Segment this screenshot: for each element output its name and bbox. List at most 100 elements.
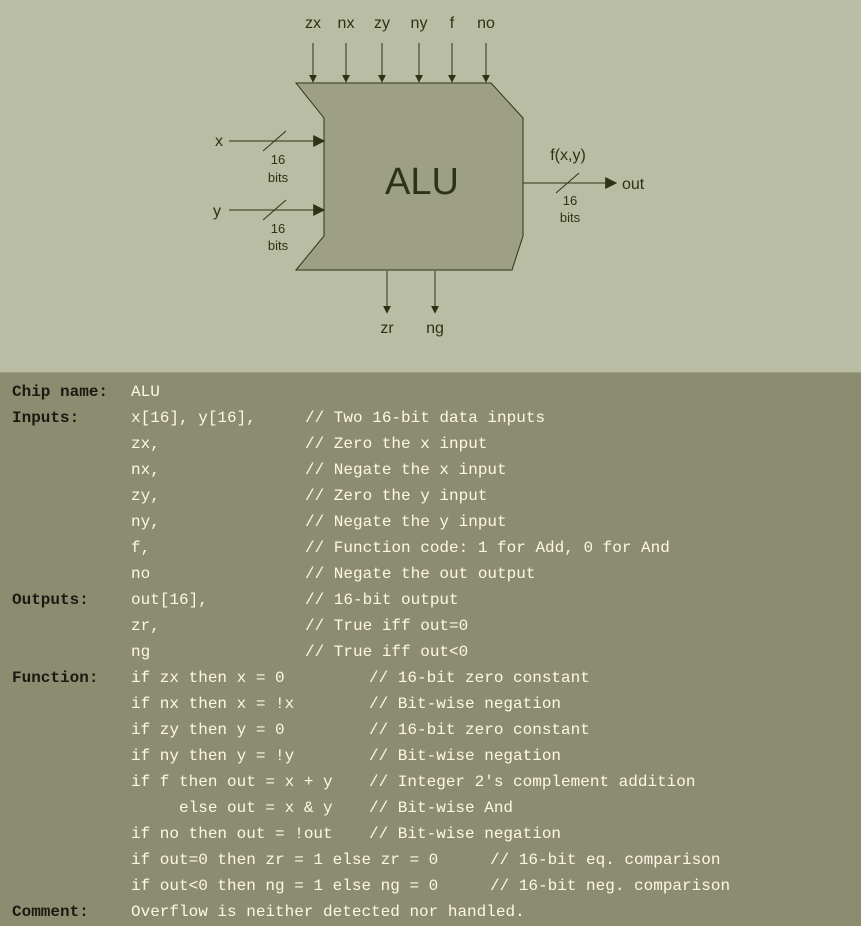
spec-line: if no then out = !out // Bit-wise negatio… <box>12 821 857 847</box>
spec-comment: // 16-bit eq. comparison <box>490 851 721 869</box>
spec-line: zy, // Zero the y input <box>12 483 857 509</box>
alu-diagram: ALU zx nx zy ny f no x <box>0 0 861 372</box>
alu-chip-title: ALU <box>385 161 459 203</box>
control-input-label: no <box>477 15 495 32</box>
spec-value: ng <box>131 643 151 661</box>
output-function-label: f(x,y) <box>550 147 586 164</box>
spec-value: out[16], <box>131 591 208 609</box>
spec-comment: // 16-bit zero constant <box>369 669 590 687</box>
control-input-zx: zx <box>305 15 321 83</box>
spec-value: nx, <box>131 461 160 479</box>
spec-key: Outputs: <box>12 591 89 609</box>
spec-line: Comment: Overflow is neither detected nor… <box>12 899 857 925</box>
spec-line: f, // Function code: 1 for Add, 0 for And <box>12 535 857 561</box>
spec-line: else out = x & y // Bit-wise And <box>12 795 857 821</box>
spec-line: Function: if zx then x = 0 // 16-bit zero … <box>12 665 857 691</box>
spec-value: zr, <box>131 617 160 635</box>
spec-line: if out<0 then ng = 1 else ng = 0 // 16-bi… <box>12 873 857 899</box>
output-label: out <box>622 176 645 193</box>
spec-comment: // Zero the y input <box>305 487 488 505</box>
spec-comment: // 16-bit neg. comparison <box>490 877 731 895</box>
spec-comment: // True iff out<0 <box>305 643 469 661</box>
control-input-label: f <box>450 15 455 32</box>
spec-comment: // Bit-wise negation <box>369 747 562 765</box>
spec-value: if out=0 then zr = 1 else zr = 0 <box>131 851 439 869</box>
spec-line: if ny then y = !y // Bit-wise negation <box>12 743 857 769</box>
spec-comment: // Zero the x input <box>305 435 488 453</box>
spec-value: if no then out = !out <box>131 825 333 843</box>
status-output-label: ng <box>426 320 444 337</box>
spec-key: Comment: <box>12 903 89 921</box>
control-input-nx: nx <box>338 15 355 83</box>
spec-value: no <box>131 565 151 583</box>
spec-value: x[16], y[16], <box>131 409 256 427</box>
data-input-label: y <box>213 203 221 220</box>
spec-line: zr, // True iff out=0 <box>12 613 857 639</box>
spec-line: if f then out = x + y // Integer 2's comp… <box>12 769 857 795</box>
control-input-label: zx <box>305 15 321 32</box>
bus-unit: bits <box>560 210 581 225</box>
spec-value: if out<0 then ng = 1 else ng = 0 <box>131 877 439 895</box>
spec-key: Chip name: <box>12 383 109 401</box>
bus-slash <box>262 199 287 221</box>
status-output-label: zr <box>380 320 394 337</box>
control-input-f: f <box>448 15 456 83</box>
spec-line: ng // True iff out<0 <box>12 639 857 665</box>
spec-value: if f then out = x + y <box>131 773 333 791</box>
control-input-label: zy <box>374 15 390 32</box>
bus-width: 16 <box>563 193 577 208</box>
spec-line: Outputs: out[16], // 16-bit output <box>12 587 857 613</box>
spec-comment: // Two 16-bit data inputs <box>305 409 546 427</box>
spec-value: if nx then x = !x <box>131 695 295 713</box>
spec-value: ny, <box>131 513 160 531</box>
control-input-label: ny <box>411 15 428 32</box>
spec-value: zx, <box>131 435 160 453</box>
spec-comment: // True iff out=0 <box>305 617 469 635</box>
spec-value: if zy then y = 0 <box>131 721 285 739</box>
bus-unit: bits <box>268 170 289 185</box>
spec-line: if nx then x = !x // Bit-wise negation <box>12 691 857 717</box>
spec-key: Function: <box>12 669 99 687</box>
alu-diagram-svg: ALU zx nx zy ny f no x <box>213 15 645 337</box>
bus-unit: bits <box>268 238 289 253</box>
spec-value: zy, <box>131 487 160 505</box>
bus-slash <box>555 172 580 194</box>
spec-value: if zx then x = 0 <box>131 669 285 687</box>
data-input-x: x 16 bits <box>215 130 326 185</box>
spec-comment: // Negate the x input <box>305 461 507 479</box>
spec-comment: // 16-bit output <box>305 591 459 609</box>
spec-line: zx, // Zero the x input <box>12 431 857 457</box>
spec-line: if out=0 then zr = 1 else zr = 0 // 16-bi… <box>12 847 857 873</box>
spec-line: Chip name:ALU <box>12 379 857 405</box>
alu-chip-body <box>294 82 524 271</box>
spec-comment: // Bit-wise negation <box>369 825 562 843</box>
spec-comment: // Negate the out output <box>305 565 536 583</box>
spec-line: ny, // Negate the y input <box>12 509 857 535</box>
spec-value: f, <box>131 539 151 557</box>
control-input-zy: zy <box>374 15 390 83</box>
spec-value: if ny then y = !y <box>131 747 295 765</box>
control-input-label: nx <box>338 15 355 32</box>
status-output-ng: ng <box>426 271 444 337</box>
data-input-label: x <box>215 133 223 150</box>
spec-comment: // Integer 2's complement addition <box>369 773 696 791</box>
data-input-y: y 16 bits <box>213 199 326 253</box>
spec-comment: // Bit-wise negation <box>369 695 562 713</box>
control-input-ny: ny <box>411 15 428 83</box>
spec-line: Inputs:x[16], y[16],// Two 16-bit data i… <box>12 405 857 431</box>
spec-comment: // 16-bit zero constant <box>369 721 590 739</box>
spec-value: else out = x & y <box>131 799 333 817</box>
bus-slash <box>262 130 287 152</box>
bus-width: 16 <box>271 221 285 236</box>
spec-comment: // Negate the y input <box>305 513 507 531</box>
spec-comment: // Bit-wise And <box>369 799 514 817</box>
spec-value: Overflow is neither detected nor handled… <box>131 903 525 921</box>
control-input-no: no <box>477 15 495 83</box>
bus-width: 16 <box>271 152 285 167</box>
spec-comment: // Function code: 1 for Add, 0 for And <box>305 539 670 557</box>
status-output-zr: zr <box>380 271 394 337</box>
spec-line: no // Negate the out output <box>12 561 857 587</box>
spec-line: nx, // Negate the x input <box>12 457 857 483</box>
spec-line: if zy then y = 0 // 16-bit zero constant <box>12 717 857 743</box>
